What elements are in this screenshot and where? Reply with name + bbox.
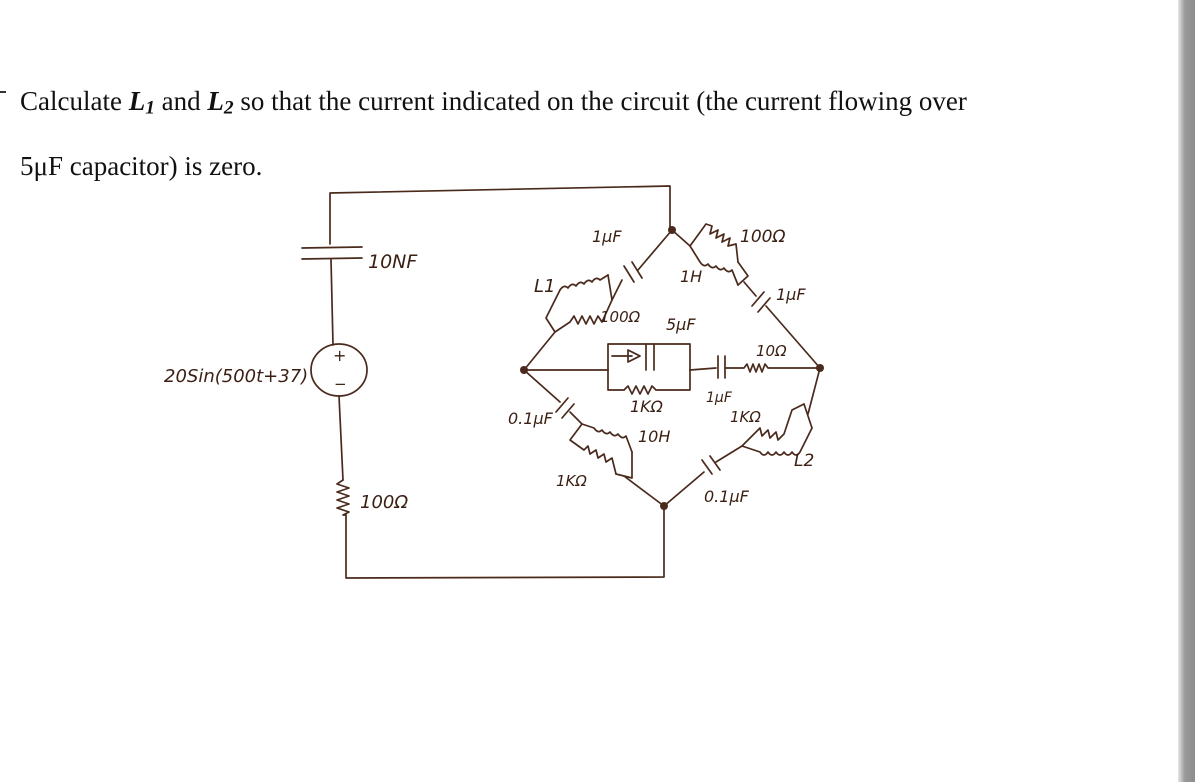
branch-bottom-left bbox=[523, 369, 665, 507]
inductor-l1 bbox=[559, 274, 609, 291]
voltage-source bbox=[310, 343, 368, 481]
capacitor-01uf-right-plate1 bbox=[701, 459, 713, 475]
label-source-minus: − bbox=[334, 375, 347, 393]
capacitor-01uf-right-plate2 bbox=[709, 455, 721, 471]
current-arrow bbox=[627, 349, 641, 363]
label-source-plus: + bbox=[333, 346, 346, 365]
question-and: and bbox=[154, 86, 208, 116]
branch-top-left bbox=[523, 229, 673, 371]
label-l1: L1 bbox=[534, 276, 555, 297]
label-capacitor-1uf-right: 1μF bbox=[776, 285, 806, 304]
question-text-start: Calculate bbox=[20, 86, 129, 116]
label-capacitor-10uf: 10NF bbox=[368, 251, 418, 273]
question-text-rest: so that the current indicated on the cir… bbox=[233, 86, 967, 116]
label-voltage-source: 20Sin(500t+37) bbox=[164, 366, 308, 387]
label-capacitor-1uf-mid: 1μF bbox=[706, 390, 733, 406]
l1-subscript: 1 bbox=[145, 97, 155, 119]
capacitor-10uf bbox=[301, 246, 363, 346]
capacitor-01uf-left-plate1 bbox=[555, 397, 569, 413]
label-capacitor-1uf-top: 1μF bbox=[592, 227, 622, 246]
label-resistor-100-left: 100Ω bbox=[360, 492, 408, 513]
capacitor-1uf-right-plate1 bbox=[751, 291, 765, 307]
label-l2: L2 bbox=[794, 451, 814, 471]
label-resistor-1k-right: 1KΩ bbox=[730, 408, 761, 426]
branch-bottom-right bbox=[663, 367, 821, 507]
inductor-10h bbox=[581, 423, 633, 453]
resistor-100-top bbox=[689, 223, 739, 263]
label-resistor-100-l1: 100Ω bbox=[600, 308, 641, 326]
label-capacitor-01uf-right: 0.1μF bbox=[704, 487, 750, 506]
resistor-1k-center bbox=[607, 369, 691, 395]
inductor-1h bbox=[689, 245, 739, 286]
branch-top-right bbox=[671, 223, 821, 369]
branch-middle bbox=[523, 343, 821, 395]
l2-subscript: 2 bbox=[223, 97, 234, 119]
capacitor-1uf-right-plate2 bbox=[757, 297, 771, 313]
resistor-100-l1 bbox=[554, 299, 613, 333]
inductor-l2 bbox=[741, 427, 813, 456]
label-resistor-1k-center: 1KΩ bbox=[630, 397, 664, 416]
l2-symbol: L bbox=[207, 86, 224, 116]
resistor-10 bbox=[724, 363, 821, 373]
label-capacitor-01uf-left: 0.1μF bbox=[508, 409, 554, 428]
label-inductor-10h: 10H bbox=[638, 427, 670, 446]
capacitor-1uf-top-plate1 bbox=[623, 265, 635, 283]
resistor-1k-left bbox=[569, 423, 617, 475]
label-inductor-1h: 1H bbox=[680, 267, 702, 286]
label-capacitor-5uf: 5μF bbox=[666, 315, 696, 334]
question-line-1: Calculate L1 and L2 so that the current … bbox=[20, 72, 1140, 137]
resistor-1k-right bbox=[741, 403, 805, 447]
capacitor-01uf-left-plate2 bbox=[561, 403, 575, 419]
question-text: Calculate L1 and L2 so that the current … bbox=[20, 72, 1140, 195]
label-resistor-10: 10Ω bbox=[756, 342, 787, 360]
l1-symbol: L bbox=[128, 86, 146, 116]
wire-bottom bbox=[345, 507, 665, 579]
resistor-100-left bbox=[336, 479, 350, 516]
capacitor-1uf-top-plate2 bbox=[631, 261, 643, 279]
list-bullet bbox=[0, 91, 6, 93]
question-line-2: 5μF capacitor) is zero. bbox=[20, 151, 263, 182]
wire-top bbox=[329, 185, 671, 245]
window-edge bbox=[1178, 0, 1195, 782]
label-resistor-1k-left: 1KΩ bbox=[556, 472, 587, 490]
label-resistor-100-top: 100Ω bbox=[740, 227, 785, 247]
